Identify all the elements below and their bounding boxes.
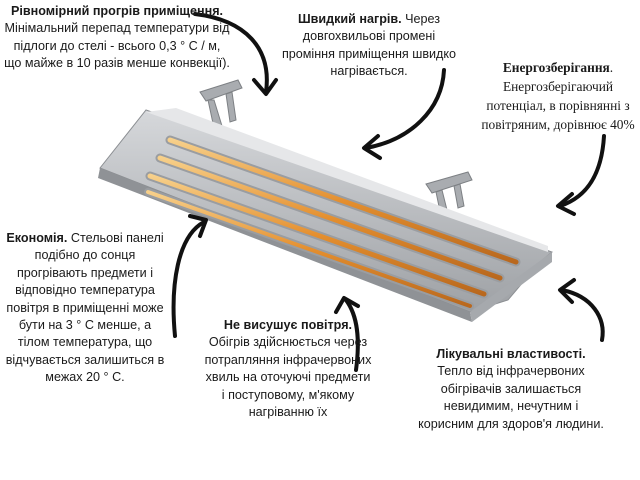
heating-tubes [144, 135, 521, 310]
arrow-icon [362, 68, 446, 160]
note-text: Мінімальний перепад температури від підл… [4, 21, 230, 71]
note-text: Через довгохвильові промені проміння при… [281, 12, 457, 79]
note-no-air-drying: Не висушує повітря. Обігрів здійснюється… [204, 317, 372, 421]
note-title: Не висушує повітря. [223, 318, 353, 332]
arrow-icon [193, 12, 278, 96]
note-text: . Енергозберігаючий потенціал, в порівня… [481, 60, 635, 132]
note-text: Стельові панелі подібно до сонця прогрів… [5, 231, 165, 385]
arrow-icon [334, 296, 360, 372]
arrow-icon [171, 214, 208, 338]
arrow-icon [558, 278, 605, 342]
note-title: Енергозберігання [502, 60, 610, 75]
note-economy: Економія. Стельові панелі подібно до сон… [5, 230, 165, 387]
note-fast-heating: Швидкий нагрів. Через довгохвильові пром… [280, 11, 458, 81]
note-title: Економія. [6, 231, 68, 245]
mounting-bracket [199, 79, 243, 129]
note-uniform-heating: Рівномірний прогрів приміщення. Мінімаль… [4, 3, 230, 73]
note-healing-properties: Лікувальні властивості. Тепло від інфрач… [418, 346, 604, 433]
note-text: Обігрів здійснюється через потрапляння і… [204, 335, 372, 420]
note-title: Рівномірний прогрів приміщення. [10, 4, 224, 18]
note-title: Швидкий нагрів. [297, 12, 402, 26]
note-text: Тепло від інфрачервоних обігрівачів зали… [418, 364, 604, 431]
note-energy-saving: Енергозберігання. Енергозберігаючий поте… [474, 58, 640, 134]
arrow-icon [556, 134, 606, 216]
note-title: Лікувальні властивості. [436, 347, 586, 361]
